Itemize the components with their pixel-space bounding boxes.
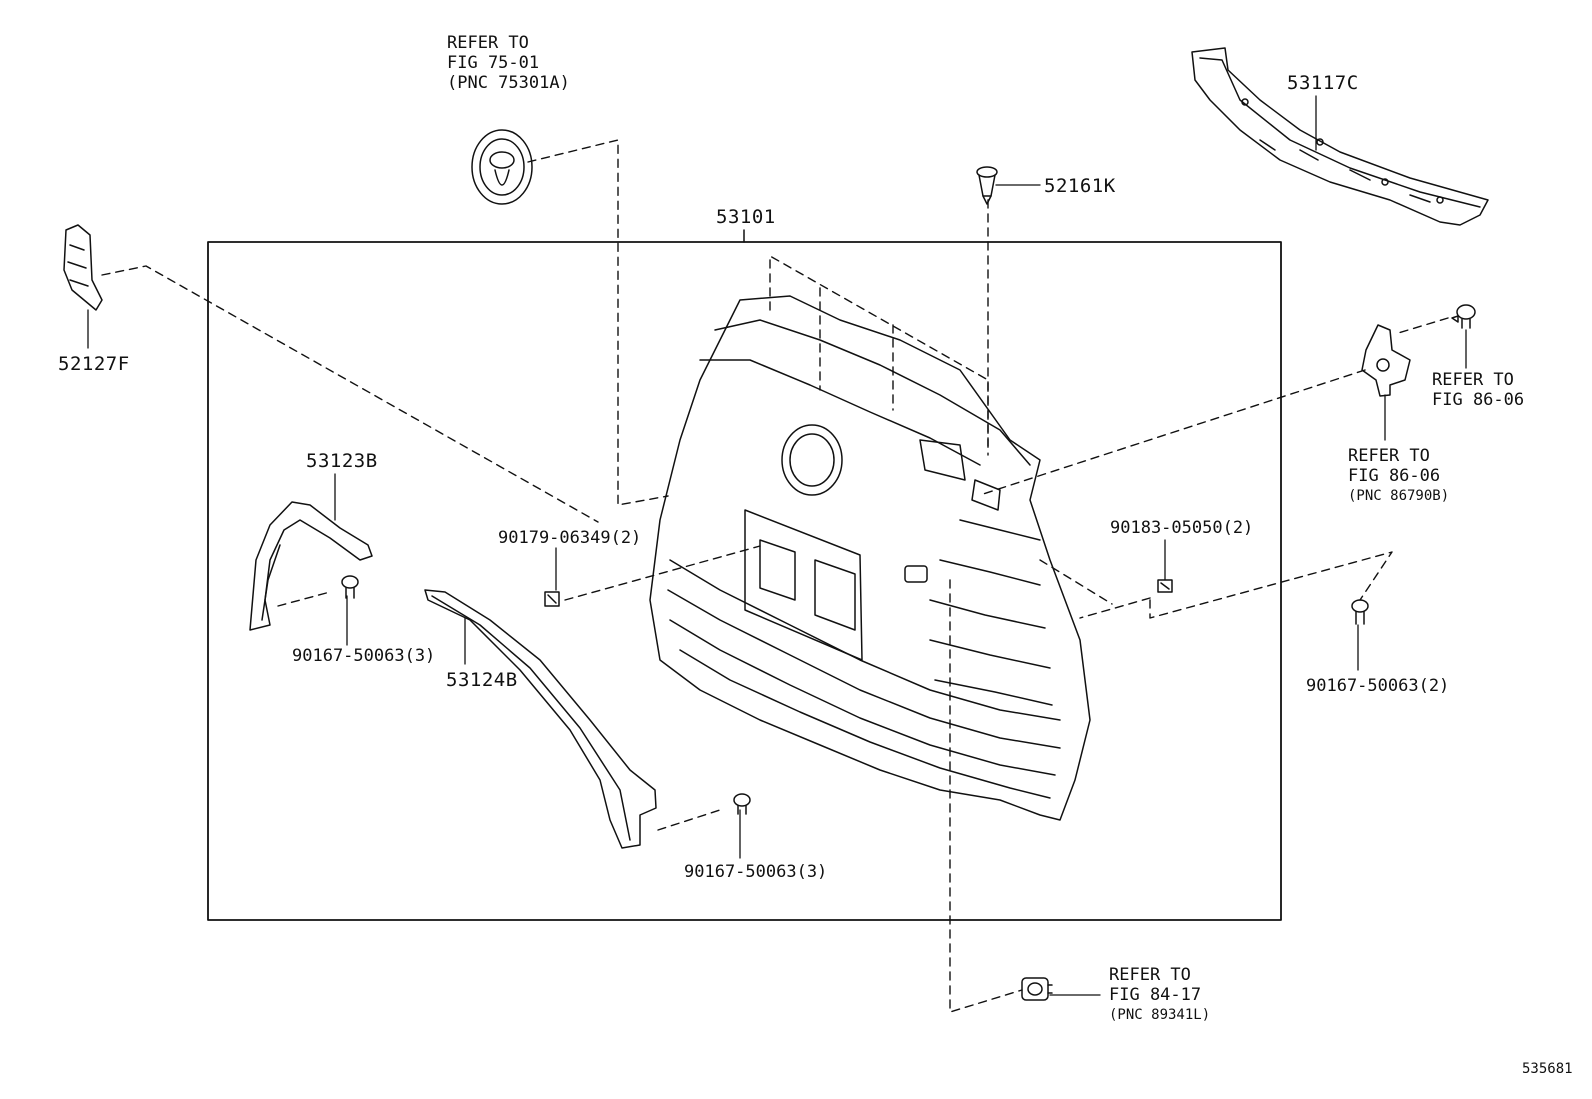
label-screw-left-upper: 90167-50063(3) [292,646,436,666]
molding-lower-left-icon [424,589,657,849]
ref-horn: REFER TO FIG 86-06 (PNC 86790B) [1348,446,1449,506]
label-screw-left-lower: 90167-50063(3) [684,862,828,882]
label-screw-right: 90167-50063(2) [1306,676,1450,696]
screw-left-upper-icon [341,575,359,599]
solid-leaders [87,95,1467,996]
ref-horn-line2: FIG 86-06 [1348,466,1441,486]
ref-emblem-line3: (PNC 75301A) [447,73,570,93]
ref-bolt-right: REFER TO FIG 86-06 [1432,370,1524,410]
label-left-bracket: 52127F [58,353,130,375]
figure-id: 535681 [1522,1061,1573,1077]
ref-horn-line1: REFER TO [1348,446,1430,466]
ref-sensor: REFER TO FIG 84-17 (PNC 89341L) [1109,965,1210,1025]
ref-bolt-right-line2: FIG 86-06 [1432,390,1525,410]
screw-right-icon [1351,599,1369,625]
ref-sensor-line2: FIG 84-17 [1109,985,1202,1005]
label-upper-retainer: 53117C [1287,72,1359,94]
ref-emblem: REFER TO FIG 75-01 (PNC 75301A) [447,33,570,93]
label-molding-upper-left: 53123B [306,450,378,472]
label-nut-left: 90179-06349(2) [498,528,642,548]
horn-bracket-icon [1361,324,1411,397]
emblem-icon [471,129,533,205]
sensor-icon [1021,977,1053,1001]
label-clip: 52161K [1044,175,1116,197]
screw-left-lower-icon [733,793,751,815]
ref-emblem-line1: REFER TO [447,33,529,53]
bolt-right-icon [1451,304,1476,329]
dashed-leaders [101,139,1449,1013]
ref-bolt-right-line1: REFER TO [1432,370,1514,390]
ref-sensor-line1: REFER TO [1109,965,1191,985]
grille-icon [649,295,1091,821]
label-main-grille: 53101 [716,206,776,228]
molding-upper-left-icon [249,501,373,631]
clip-icon [976,166,998,205]
upper-retainer-icon [1191,47,1489,226]
ref-horn-line3: (PNC 86790B) [1348,488,1450,504]
nut-right-icon [1157,579,1173,593]
ref-emblem-line2: FIG 75-01 [447,53,540,73]
ref-sensor-line3: (PNC 89341L) [1109,1007,1211,1023]
label-nut-right: 90183-05050(2) [1110,518,1254,538]
left-bracket-icon [63,224,103,311]
label-molding-lower-left: 53124B [446,669,518,691]
nut-left-icon [544,591,560,607]
